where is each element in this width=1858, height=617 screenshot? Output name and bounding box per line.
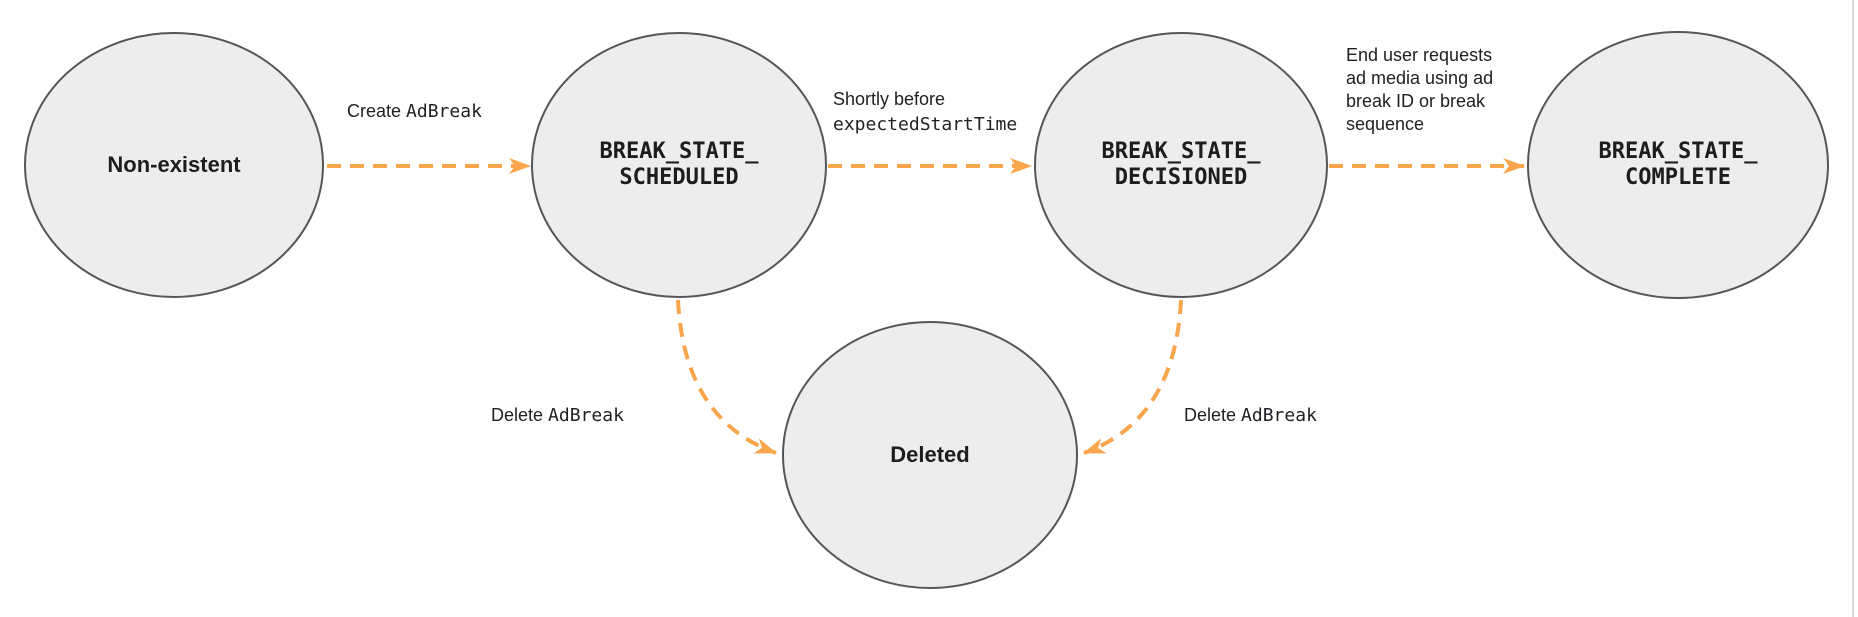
transition-label-delete-adbreak-left: Delete AdBreak bbox=[491, 405, 624, 426]
transition-label-delete-adbreak-right: Delete AdBreak bbox=[1184, 405, 1317, 426]
arrow-delete-adbreak-from-decisioned bbox=[1083, 299, 1183, 455]
transition-label-create-adbreak: Create AdBreak bbox=[347, 101, 482, 122]
state-node-deleted bbox=[782, 321, 1078, 589]
right-border-divider bbox=[1852, 0, 1854, 617]
transition-label-end-user-requests: End user requests ad media using ad brea… bbox=[1346, 45, 1494, 134]
transition-label-shortly-before: Shortly before expectedStartTime bbox=[833, 89, 1018, 135]
state-node-break-state-scheduled bbox=[531, 32, 827, 298]
arrow-delete-adbreak-from-scheduled bbox=[676, 299, 777, 455]
state-node-break-state-decisioned bbox=[1034, 32, 1328, 298]
state-node-non-existent bbox=[24, 32, 324, 298]
state-node-break-state-complete bbox=[1527, 31, 1829, 299]
